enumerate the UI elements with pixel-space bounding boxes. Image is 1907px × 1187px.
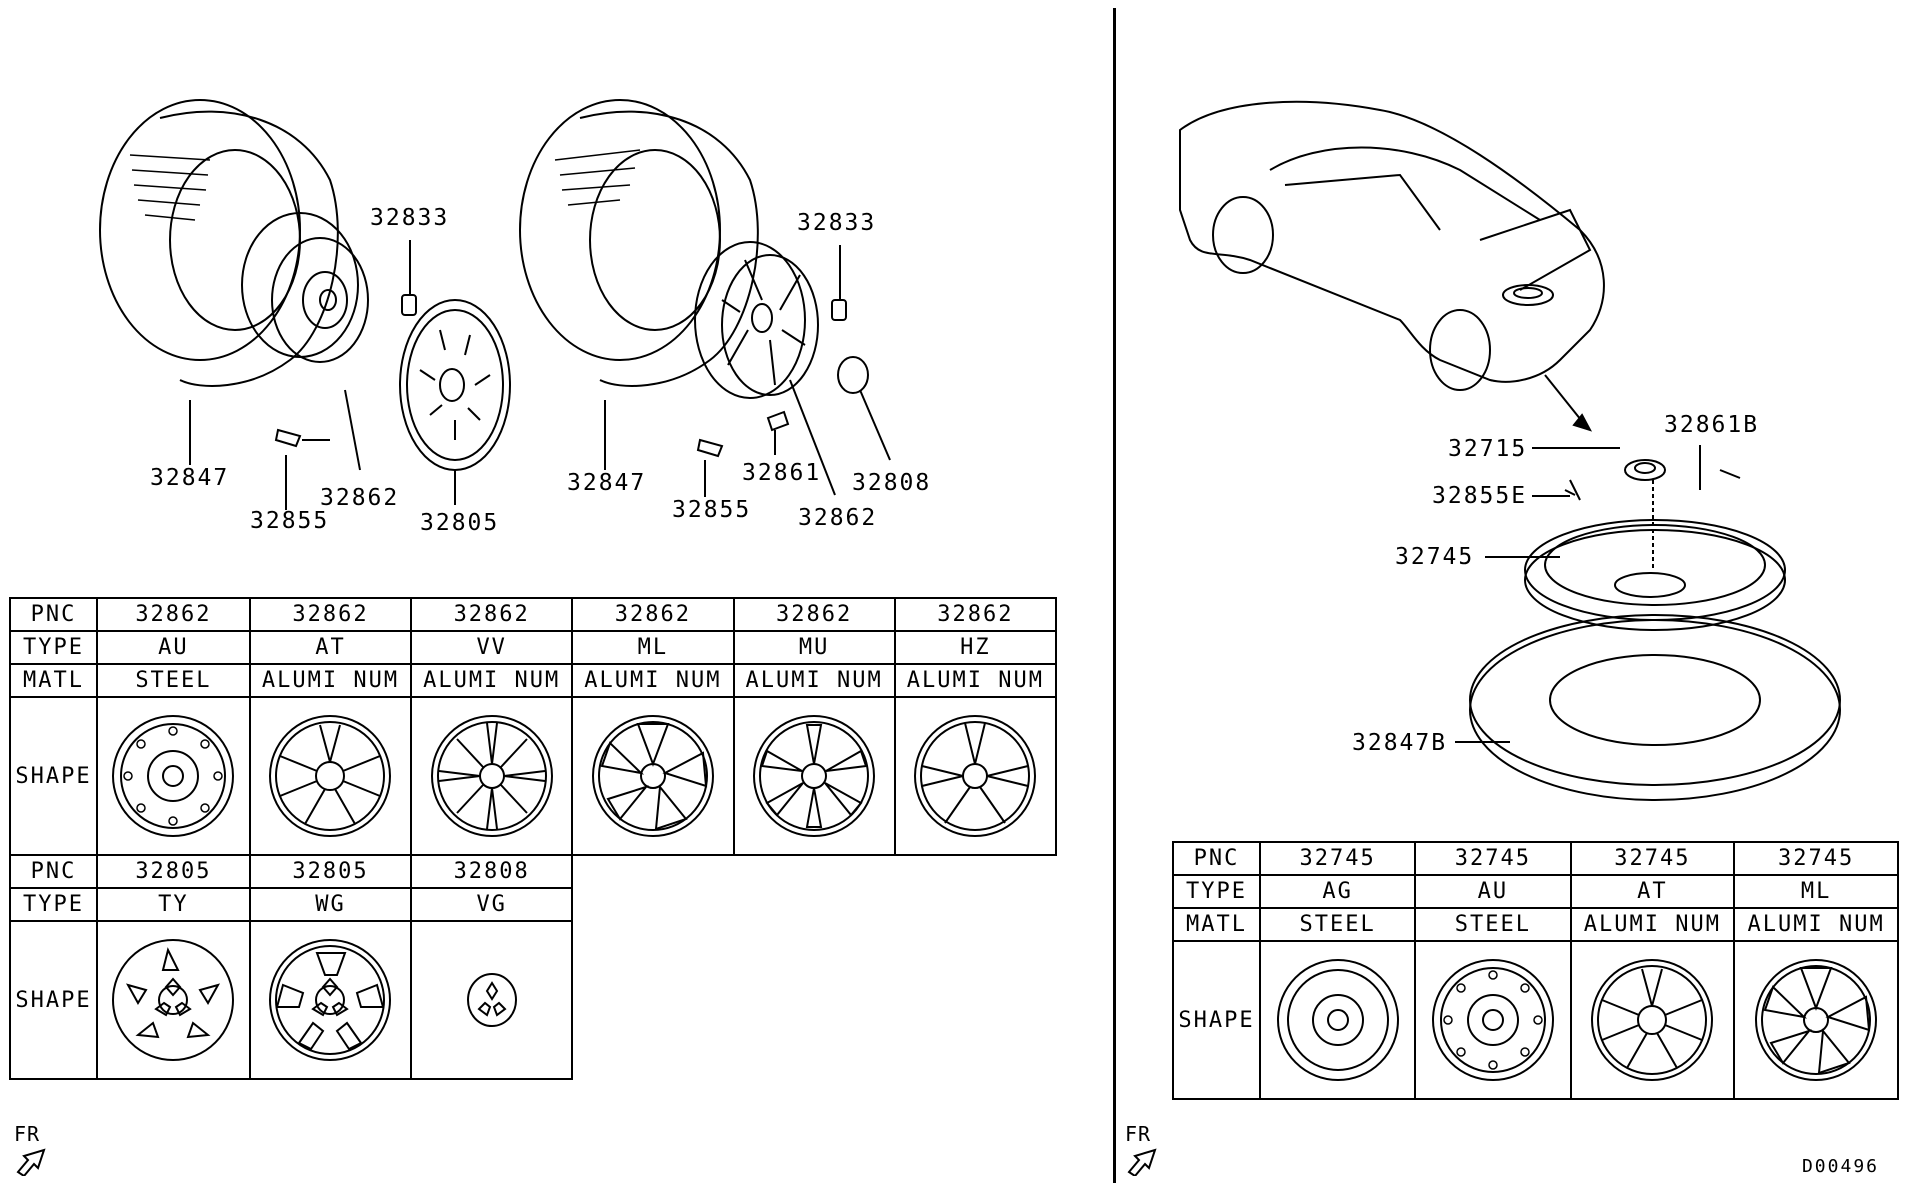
pnc-header: PNC: [9, 854, 98, 889]
wheel-shape-alloy: [732, 696, 896, 856]
pnc-cell: 32862: [571, 597, 735, 632]
pnc-label: 32855E: [1432, 483, 1527, 509]
pnc-cell: 32805: [96, 854, 251, 889]
wheel-shape-alloy: [410, 696, 574, 856]
front-label: FR: [14, 1122, 41, 1146]
cap-illustration: [837, 356, 869, 394]
pnc-label: 32861: [742, 460, 821, 486]
diagram-code: D00496: [1801, 1156, 1879, 1177]
valve-illustration-left: [274, 428, 302, 448]
pnc-header: PNC: [1172, 841, 1261, 876]
type-cell: ML: [1733, 874, 1899, 909]
type-cell: WG: [248, 887, 413, 922]
pnc-cell: 32745: [1569, 841, 1736, 876]
type-header: TYPE: [1172, 874, 1261, 909]
pnc-header: PNC: [9, 597, 98, 632]
car-illustration: [1179, 100, 1605, 432]
pnc-label: 32855: [250, 508, 329, 534]
pnc-label: 32862: [320, 485, 399, 511]
type-header: TYPE: [9, 887, 98, 922]
pnc-label: 32862: [798, 505, 877, 531]
matl-cell: ALUMI NUM: [1733, 907, 1899, 942]
wheel-shape-alloy: [571, 696, 735, 856]
wheel-shape-alloy: [248, 696, 413, 856]
matl-cell: ALUMI NUM: [893, 663, 1058, 698]
type-cell: AT: [248, 630, 413, 665]
pnc-label: 32855: [672, 497, 751, 523]
pnc-label: 32805: [420, 510, 499, 536]
wheel-cover-illustration: [399, 299, 511, 471]
pnc-cell: 32862: [893, 597, 1058, 632]
valve-illustration-middle: [696, 438, 724, 458]
pnc-label: 32847: [150, 465, 229, 491]
pnc-label: 32833: [370, 205, 449, 231]
wheel-shape-alloy: [893, 696, 1058, 856]
type-cell: VV: [410, 630, 574, 665]
matl-cell: ALUMI NUM: [248, 663, 413, 698]
type-cell: AU: [1414, 874, 1572, 909]
matl-header: MATL: [1172, 907, 1261, 942]
pnc-cell: 32862: [732, 597, 896, 632]
pnc-label: 32745: [1395, 544, 1474, 570]
matl-cell: STEEL: [1414, 907, 1572, 942]
type-cell: MU: [732, 630, 896, 665]
type-cell: HZ: [893, 630, 1058, 665]
spare-shape-steel: [1258, 940, 1417, 1100]
wheel-cover-shape: [96, 920, 251, 1080]
type-cell: AG: [1258, 874, 1417, 909]
matl-cell: ALUMI NUM: [410, 663, 574, 698]
front-arrow-icon: [16, 1148, 46, 1178]
pnc-cell: 32805: [248, 854, 413, 889]
matl-cell: STEEL: [1258, 907, 1417, 942]
pnc-label: 32847B: [1352, 730, 1447, 756]
pnc-cell: 32862: [248, 597, 413, 632]
tire-illustration-middle: [519, 99, 819, 399]
spare-shape-alloy: [1733, 940, 1899, 1100]
type-cell: VG: [410, 887, 574, 922]
pnc-label: 32715: [1448, 436, 1527, 462]
type-header: TYPE: [9, 630, 98, 665]
wheel-table: PNC 32862 32862 32862 32862 32862 32862 …: [9, 597, 1058, 1080]
pnc-cell: 32862: [410, 597, 574, 632]
wheel-shape-steel: [96, 696, 251, 856]
center-cap-shape: [410, 920, 574, 1080]
pnc-cell: 32745: [1258, 841, 1417, 876]
spare-wheel-table: PNC 32745 32745 32745 32745 TYPE AG AU A…: [1172, 841, 1899, 1100]
pnc-label: 32847: [567, 470, 646, 496]
section-divider: [1113, 8, 1116, 1183]
pnc-cell: 32745: [1733, 841, 1899, 876]
pnc-label: 32861B: [1664, 412, 1759, 438]
matl-header: MATL: [9, 663, 98, 698]
pnc-cell: 32745: [1414, 841, 1572, 876]
front-arrow-icon: [1127, 1148, 1157, 1178]
wheel-cover-shape: [248, 920, 413, 1080]
nut-illustration-left: [401, 294, 417, 316]
type-cell: AU: [96, 630, 251, 665]
type-cell: AT: [1569, 874, 1736, 909]
matl-cell: ALUMI NUM: [1569, 907, 1736, 942]
matl-cell: ALUMI NUM: [571, 663, 735, 698]
front-indicator-left: FR: [14, 1122, 54, 1181]
pnc-cell: 32862: [96, 597, 251, 632]
shape-header: SHAPE: [9, 696, 98, 856]
shape-header: SHAPE: [1172, 940, 1261, 1100]
spare-shape-steel: [1414, 940, 1572, 1100]
shape-header: SHAPE: [9, 920, 98, 1080]
type-cell: ML: [571, 630, 735, 665]
type-cell: TY: [96, 887, 251, 922]
front-label: FR: [1125, 1122, 1152, 1146]
nut-illustration-middle: [831, 299, 847, 321]
weight-illustration: [766, 410, 790, 432]
matl-cell: ALUMI NUM: [732, 663, 896, 698]
spare-wheel-illustration: [1469, 459, 1841, 801]
pnc-label: 32833: [797, 210, 876, 236]
tire-illustration-left: [99, 99, 369, 387]
pnc-label: 32808: [852, 470, 931, 496]
pnc-cell: 32808: [410, 854, 574, 889]
front-indicator-right: FR: [1125, 1122, 1165, 1181]
matl-cell: STEEL: [96, 663, 251, 698]
spare-shape-alloy: [1569, 940, 1736, 1100]
